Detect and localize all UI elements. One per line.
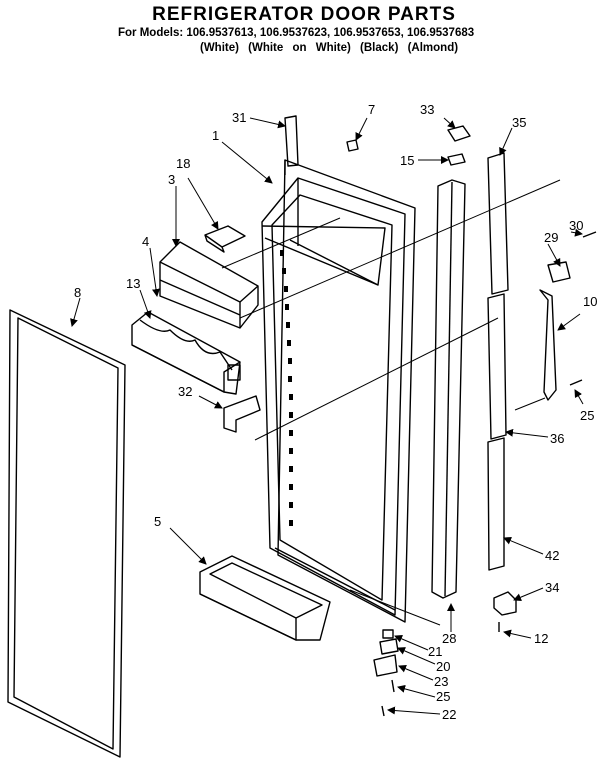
callout-25-upper: 25 [580, 408, 594, 423]
hinge-washer [382, 629, 394, 639]
spacer [447, 153, 466, 166]
callout-3: 3 [168, 172, 175, 187]
callout-10: 10 [583, 294, 597, 309]
hinge-part [447, 125, 471, 142]
bracket [223, 395, 261, 433]
hinge-bushing [379, 638, 399, 655]
leader-lines [70, 117, 584, 715]
callout-36: 36 [550, 431, 564, 446]
callout-28: 28 [442, 631, 456, 646]
callout-30: 30 [569, 218, 583, 233]
bottom-hinge [493, 591, 517, 616]
hinge-plate [373, 654, 398, 677]
callout-8: 8 [74, 285, 81, 300]
bottom-door-bin [199, 555, 331, 641]
hinge-pin [381, 705, 385, 717]
shelf-cover [204, 225, 246, 253]
callout-34: 34 [545, 580, 559, 595]
trim-strip [284, 115, 299, 167]
callout-33: 33 [420, 102, 434, 117]
callout-4: 4 [142, 234, 149, 249]
callout-23: 23 [434, 674, 448, 689]
handle-trim-middle [487, 293, 507, 440]
handle-trim-upper [487, 152, 509, 295]
door-liner [261, 159, 416, 623]
callout-20: 20 [436, 659, 450, 674]
callout-25-lower: 25 [436, 689, 450, 704]
callout-5: 5 [154, 514, 161, 529]
handle-trim-lower [487, 437, 505, 571]
callout-35: 35 [512, 115, 526, 130]
callout-7: 7 [368, 102, 375, 117]
color-variants: (White) (White on White) (Black) (Almond… [200, 42, 459, 54]
callout-13: 13 [126, 276, 140, 291]
callout-29: 29 [544, 230, 558, 245]
callout-21: 21 [428, 644, 442, 659]
door-shelf-bin [131, 311, 241, 395]
callout-32: 32 [178, 384, 192, 399]
callout-1: 1 [212, 128, 219, 143]
dairy-compartment [159, 241, 259, 329]
callout-22: 22 [442, 707, 456, 722]
callout-15: 15 [400, 153, 414, 168]
screw [569, 379, 583, 386]
diagram-title: REFRIGERATOR DOOR PARTS [152, 4, 456, 25]
door-gasket [7, 309, 126, 758]
door-handle [539, 289, 557, 401]
callout-18: 18 [176, 156, 190, 171]
clip [346, 139, 359, 152]
callout-31: 31 [232, 110, 246, 125]
callout-12: 12 [534, 631, 548, 646]
screw [582, 231, 597, 238]
door-channel [431, 179, 466, 599]
hinge-screw [391, 679, 395, 693]
model-list: For Models: 106.9537613, 106.9537623, 10… [118, 27, 475, 39]
callout-42: 42 [545, 548, 559, 563]
shelf-slots [280, 250, 293, 526]
alignment-lines [221, 179, 561, 626]
